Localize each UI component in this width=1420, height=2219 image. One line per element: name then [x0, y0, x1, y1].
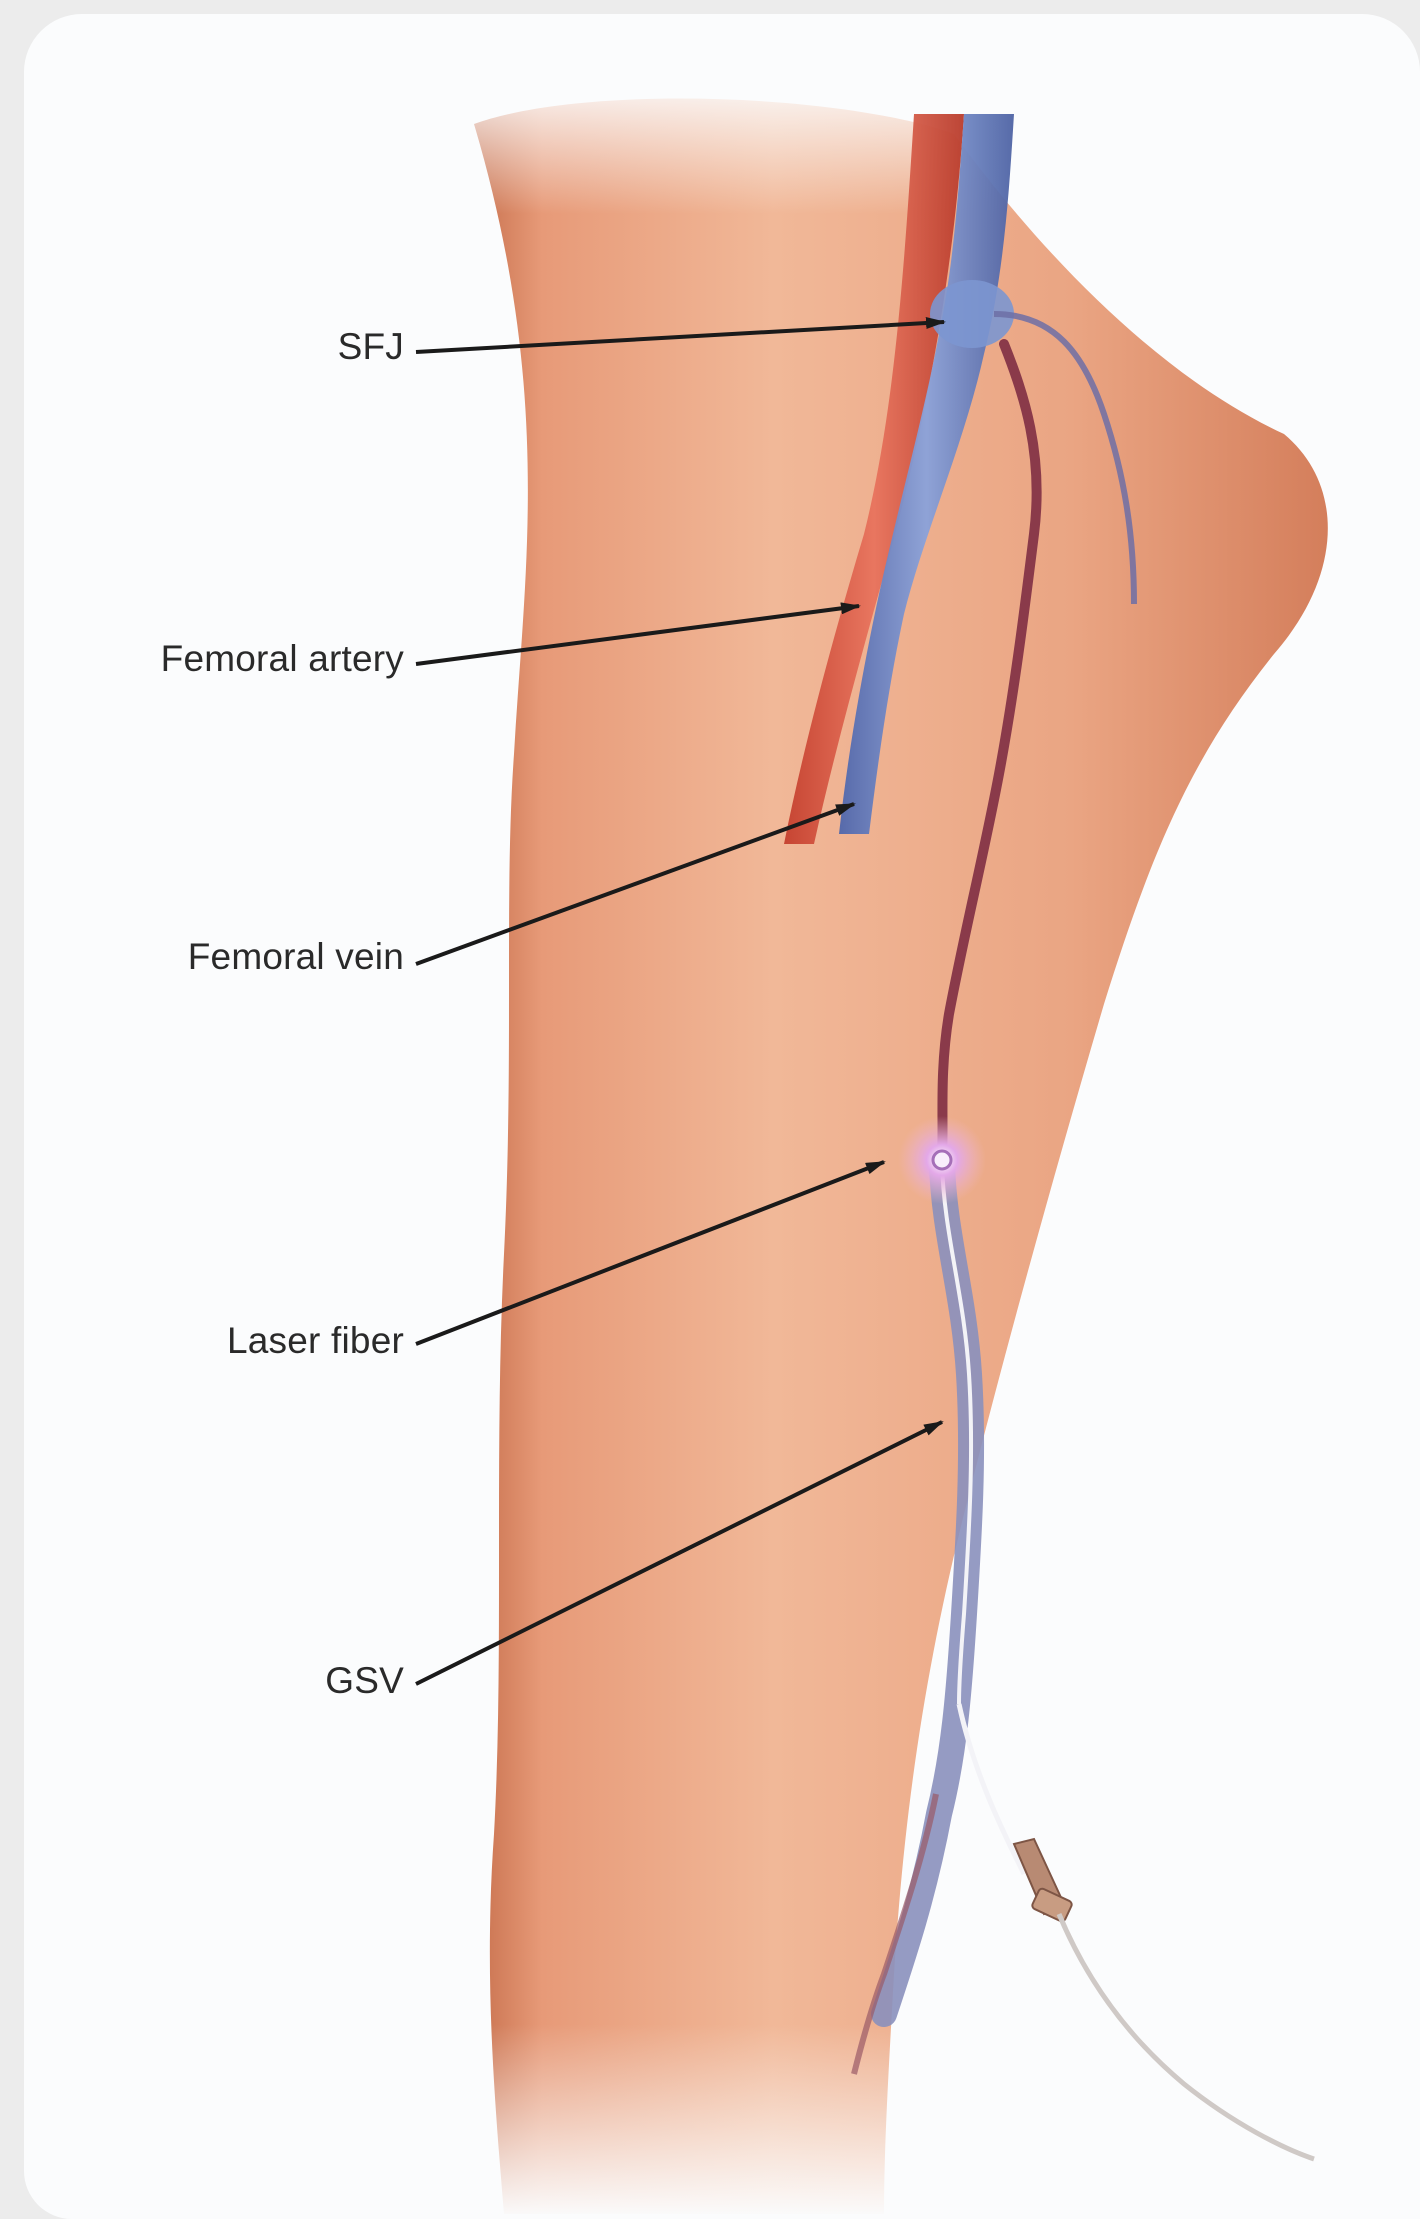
label-laser-fiber: Laser fiber	[44, 1320, 404, 1362]
catheter-line	[959, 1704, 1024, 1874]
label-femoral-artery: Femoral artery	[44, 638, 404, 680]
label-sfj: SFJ	[204, 326, 404, 368]
catheter-connector	[1031, 1887, 1073, 1922]
laser-tip-dot	[933, 1151, 951, 1169]
label-femoral-vein: Femoral vein	[44, 936, 404, 978]
diagram-card: SFJ Femoral artery Femoral vein Laser fi…	[24, 14, 1420, 2219]
label-gsv: GSV	[204, 1660, 404, 1702]
